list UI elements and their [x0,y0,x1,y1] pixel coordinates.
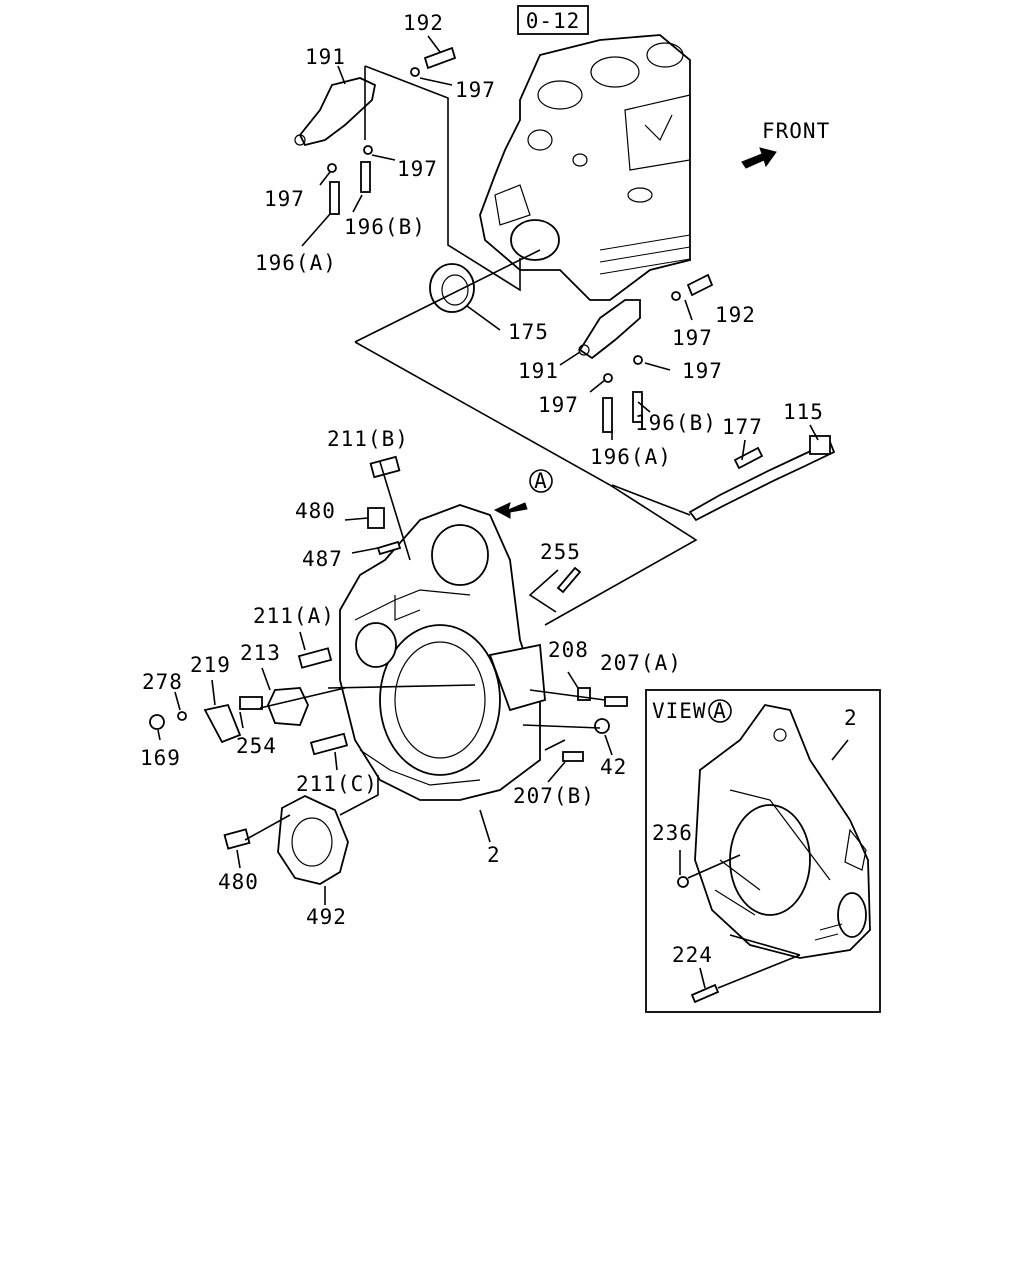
oil-seal-175 [429,263,475,313]
callout-255: 255 [540,540,581,564]
callout-42: 42 [600,755,627,779]
callout-487: 487 [302,547,343,571]
callout-211a: 211(A) [253,604,335,628]
flywheel-housing [339,504,546,801]
callout-197: 197 [455,78,496,102]
callout-197: 197 [538,393,579,417]
view-a-arrow [493,502,528,519]
callout-197: 197 [264,187,305,211]
callout-labels: 192 191 197 197 197 196(B) 196(A) 175 19… [140,11,858,967]
engine-mount-bracket-upper [294,46,457,215]
view-a-marker-letter: A [534,469,548,493]
callout-196a: 196(A) [255,251,337,275]
callout-196a: 196(A) [590,445,672,469]
engine-mount-bracket-lower [578,273,714,433]
callout-480: 480 [218,870,259,894]
view-a-inset: VIEW A [645,689,881,1013]
callout-177: 177 [722,415,763,439]
callout-191: 191 [305,45,346,69]
front-arrow [741,147,777,169]
page-ref-box: 0-12 [517,5,589,35]
front-label: FRONT [762,119,830,143]
page-ref-label: 0-12 [526,9,581,33]
leader-lines [157,35,819,905]
callout-197: 197 [682,359,723,383]
inset-housing-rear [694,704,871,959]
callout-208: 208 [548,638,589,662]
callout-219: 219 [190,653,231,677]
callout-169: 169 [140,746,181,770]
callout-192: 192 [403,11,444,35]
callout-175: 175 [508,320,549,344]
callout-492: 492 [306,905,347,929]
inset-marker-letter: A [713,699,727,723]
callout-196b: 196(B) [344,215,426,239]
callout-254: 254 [236,734,277,758]
callout-211b: 211(B) [327,427,409,451]
callout-2: 2 [844,706,858,730]
callout-278: 278 [142,670,183,694]
view-a-marker: A [529,469,553,493]
sensor-115 [688,435,836,522]
inset-title: VIEW [652,699,707,723]
callout-236: 236 [652,821,693,845]
callout-211c: 211(C) [296,772,378,796]
callout-207a: 207(A) [600,651,682,675]
callout-213: 213 [240,641,281,665]
callout-191: 191 [518,359,559,383]
callout-207b: 207(B) [513,784,595,808]
callout-115: 115 [783,400,824,424]
rear-seal-retainer-492 [277,794,349,885]
callout-480: 480 [295,499,336,523]
callout-197: 197 [397,157,438,181]
callout-196b: 196(B) [635,411,717,435]
callout-197: 197 [672,326,713,350]
callout-224: 224 [672,943,713,967]
callout-192: 192 [715,303,756,327]
callout-2: 2 [487,843,501,867]
engine-block [479,34,691,301]
